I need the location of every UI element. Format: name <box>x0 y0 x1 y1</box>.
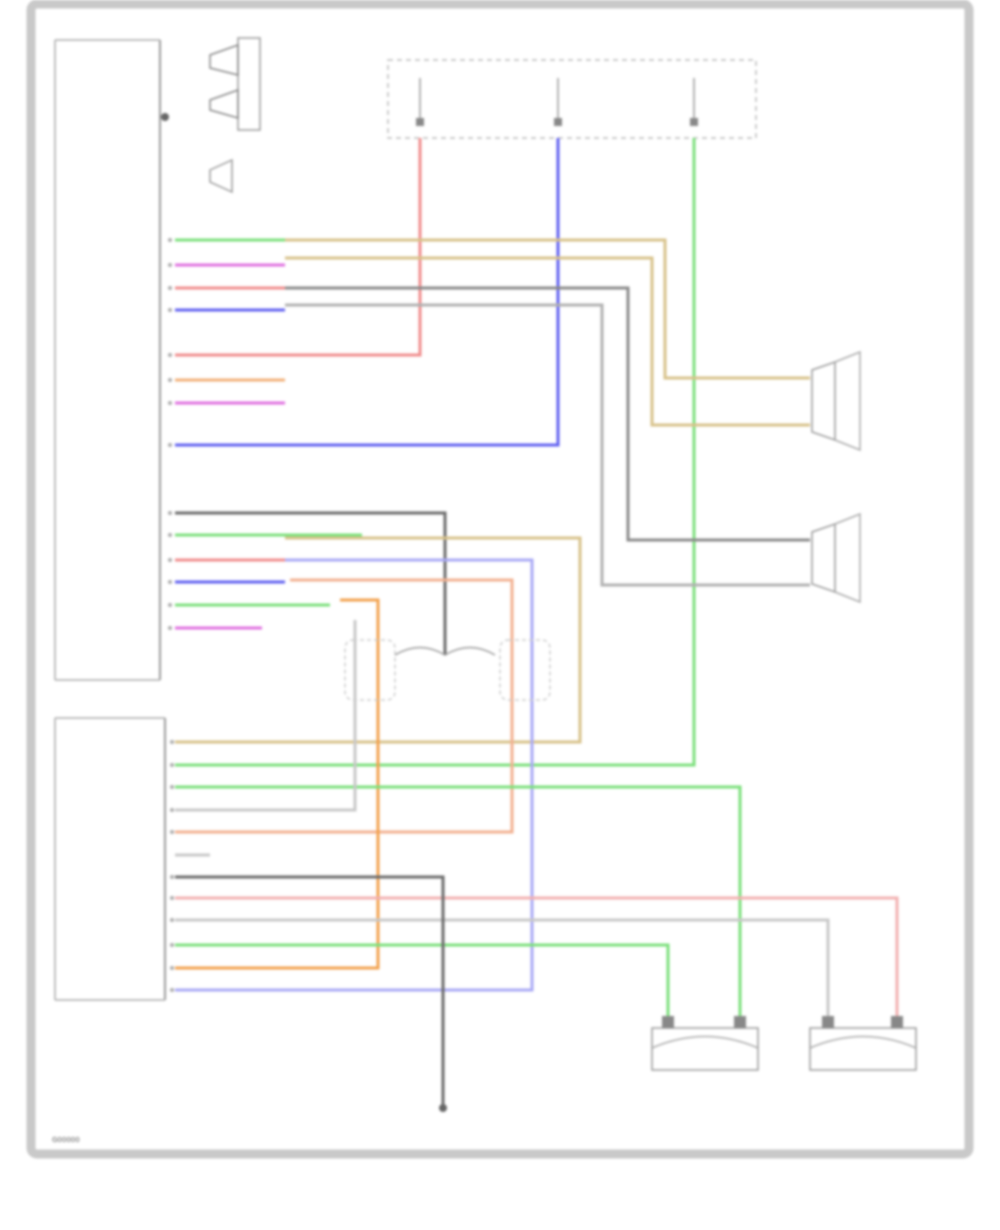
speaker-icon <box>811 512 861 604</box>
speaker-icon <box>811 350 861 452</box>
ground-icon <box>439 1104 447 1112</box>
diagram-note: G00000 <box>52 1136 80 1144</box>
connector-icon <box>344 639 551 701</box>
fuse-box-icon <box>416 78 698 126</box>
ground-icon <box>161 113 169 121</box>
wires <box>175 138 899 1105</box>
pin-markers <box>168 238 174 992</box>
connector-icon <box>209 158 233 194</box>
speaker-icon <box>209 37 261 131</box>
speaker-icon <box>809 1016 917 1071</box>
speaker-icon <box>651 1016 759 1071</box>
fuse-box <box>387 59 757 139</box>
